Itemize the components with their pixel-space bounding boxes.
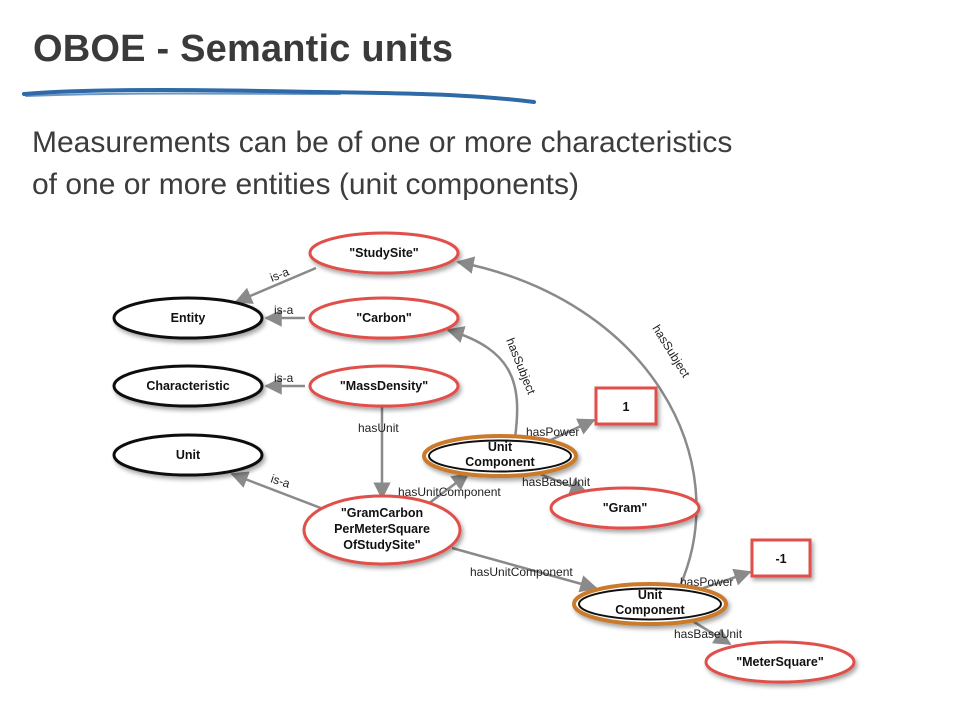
node-power-one-label: 1 bbox=[623, 400, 630, 414]
node-gramcarbon-label-3: OfStudySite" bbox=[343, 538, 421, 552]
label-hasunitcomponent-1: hasUnitComponent bbox=[398, 485, 501, 499]
node-carbon: "Carbon" bbox=[308, 296, 460, 340]
node-massdensity: "MassDensity" bbox=[308, 364, 460, 408]
label-hassubject-1: hasSubject bbox=[503, 336, 538, 397]
label-isa-2: is-a bbox=[274, 303, 294, 317]
edge-isa-studysite bbox=[234, 266, 317, 304]
edge-hassubject-2 bbox=[456, 256, 698, 587]
slide-subtitle: Measurements can be of one or more chara… bbox=[32, 122, 932, 206]
node-massdensity-label: "MassDensity" bbox=[340, 379, 428, 393]
node-carbon-label: "Carbon" bbox=[356, 311, 412, 325]
label-haspower-2: hasPower bbox=[680, 575, 733, 589]
edge-hasbaseunit-1 bbox=[539, 472, 588, 495]
node-unit-label: Unit bbox=[176, 448, 201, 462]
label-isa-3: is-a bbox=[274, 371, 294, 385]
edge-isa-gramcarbon bbox=[230, 471, 327, 512]
node-unit-component-1-label-1: Unit bbox=[488, 440, 513, 454]
node-characteristic: Characteristic bbox=[112, 364, 264, 408]
node-unit-component-2-label-1: Unit bbox=[638, 588, 663, 602]
node-entity: Entity bbox=[112, 296, 264, 340]
node-characteristic-label: Characteristic bbox=[146, 379, 229, 393]
node-studysite: "StudySite" bbox=[308, 231, 460, 275]
node-unit-component-2-label-2: Component bbox=[615, 603, 685, 617]
node-gram: "Gram" bbox=[549, 486, 701, 530]
subtitle-line-1: Measurements can be of one or more chara… bbox=[32, 126, 733, 159]
edge-hassubject-1 bbox=[446, 326, 519, 439]
label-isa-1: is-a bbox=[268, 264, 291, 284]
label-hasunitcomponent-2: hasUnitComponent bbox=[470, 565, 573, 579]
label-isa-4: is-a bbox=[269, 472, 292, 491]
label-hassubject-2: hasSubject bbox=[649, 322, 693, 380]
title-underline bbox=[22, 88, 536, 104]
label-hasunit: hasUnit bbox=[358, 421, 399, 435]
label-hasbaseunit-1: hasBaseUnit bbox=[522, 475, 591, 489]
edge-hasbaseunit-2 bbox=[693, 620, 732, 646]
edges bbox=[230, 256, 752, 646]
node-power-minusone: -1 bbox=[750, 538, 812, 578]
node-gram-label: "Gram" bbox=[603, 501, 648, 515]
node-unit-component-2: Unit Component bbox=[572, 582, 728, 626]
label-hasbaseunit-2: hasBaseUnit bbox=[674, 627, 743, 641]
node-power-one: 1 bbox=[594, 386, 658, 426]
edge-hasunitcomponent-2 bbox=[451, 546, 598, 593]
slide-title: OBOE - Semantic units bbox=[33, 28, 454, 70]
node-gramcarbon-label-1: "GramCarbon bbox=[341, 506, 423, 520]
node-power-minusone-label: -1 bbox=[775, 552, 786, 566]
subtitle-line-2: of one or more entities (unit components… bbox=[32, 168, 579, 201]
node-unit-component-1: Unit Component bbox=[422, 434, 578, 478]
node-studysite-label: "StudySite" bbox=[349, 246, 419, 260]
node-unit: Unit bbox=[112, 433, 264, 477]
node-metersquare: "MeterSquare" bbox=[704, 640, 856, 684]
label-haspower-1: hasPower bbox=[526, 425, 579, 439]
node-entity-label: Entity bbox=[171, 311, 206, 325]
node-metersquare-label: "MeterSquare" bbox=[736, 655, 824, 669]
node-gramcarbon: "GramCarbon PerMeterSquare OfStudySite" bbox=[302, 494, 462, 566]
node-unit-component-1-label-2: Component bbox=[465, 455, 535, 469]
node-gramcarbon-label-2: PerMeterSquare bbox=[334, 522, 430, 536]
